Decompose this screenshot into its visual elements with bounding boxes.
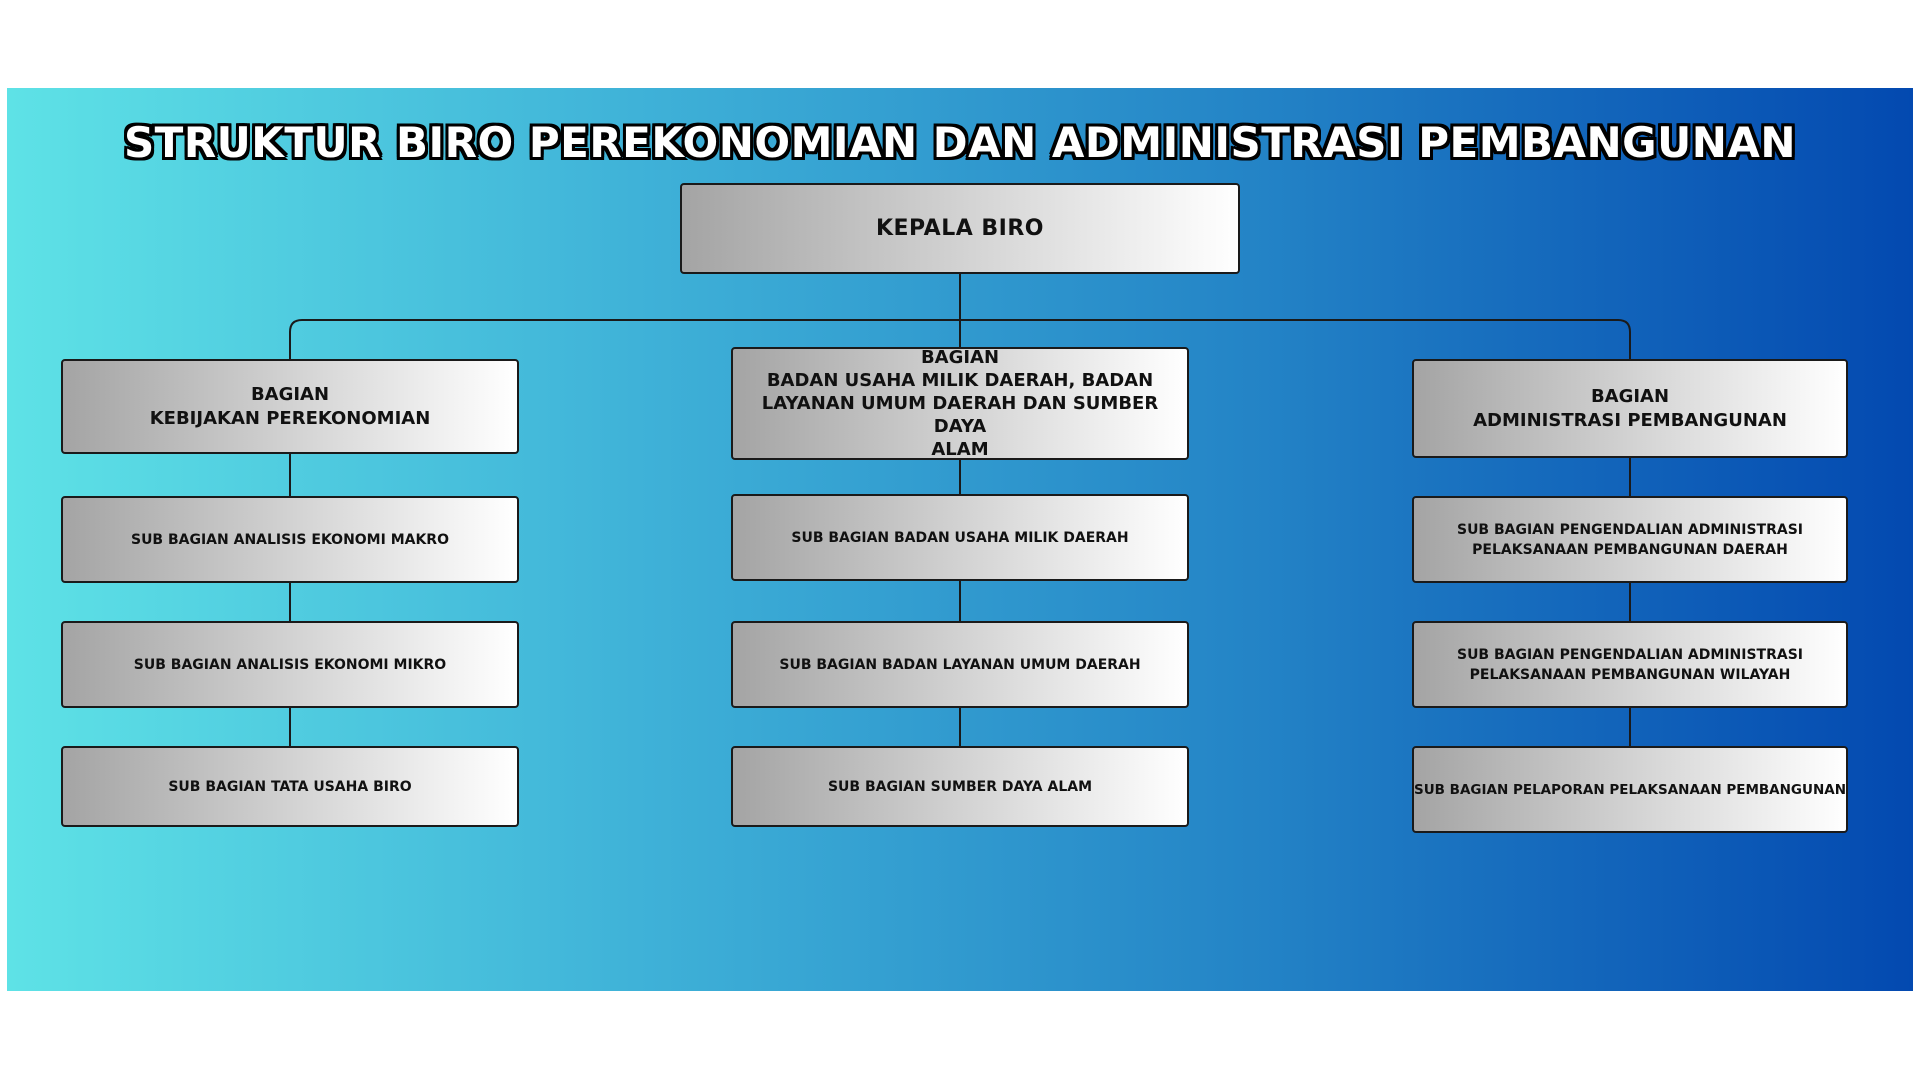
node-sub-bagian-analisis-ekonomi-makro: SUB BAGIAN ANALISIS EKONOMI MAKRO (61, 496, 519, 583)
node-sub-bagian-badan-usaha-milik-daerah: SUB BAGIAN BADAN USAHA MILIK DAERAH (731, 494, 1189, 581)
node-line: BAGIAN (250, 383, 330, 405)
node-line: SUB BAGIAN SUMBER DAYA ALAM (827, 778, 1093, 795)
node-line: SUB BAGIAN TATA USAHA BIRO (168, 778, 412, 795)
node-line: ADMINISTRASI PEMBANGUNAN (1473, 409, 1787, 431)
node-line: SUB BAGIAN PELAPORAN PELAKSANAAN PEMBANG… (1414, 781, 1847, 798)
node-line: SUB BAGIAN PENGENDALIAN ADMINISTRASI (1456, 521, 1803, 538)
node-line: PELAKSANAAN PEMBANGUNAN WILAYAH (1469, 666, 1791, 683)
chart-title: STRUKTUR BIRO PEREKONOMIAN DAN ADMINISTR… (123, 118, 1797, 167)
node-line: SUB BAGIAN ANALISIS EKONOMI MIKRO (133, 656, 447, 673)
node-sub-bagian-pengendalian-pembangunan-wilayah: SUB BAGIAN PENGENDALIAN ADMINISTRASI PEL… (1412, 621, 1848, 708)
node-line: ALAM (931, 439, 989, 460)
node-bagian-bumd-blud-sda: BAGIAN BADAN USAHA MILIK DAERAH, BADAN L… (731, 347, 1189, 460)
node-line: SUB BAGIAN BADAN LAYANAN UMUM DAERAH (779, 656, 1141, 673)
node-bagian-kebijakan-perekonomian: BAGIAN KEBIJAKAN PEREKONOMIAN (61, 359, 519, 454)
node-bagian-administrasi-pembangunan: BAGIAN ADMINISTRASI PEMBANGUNAN (1412, 359, 1848, 458)
node-sub-bagian-sumber-daya-alam: SUB BAGIAN SUMBER DAYA ALAM (731, 746, 1189, 827)
node-sub-bagian-pengendalian-pembangunan-daerah: SUB BAGIAN PENGENDALIAN ADMINISTRASI PEL… (1412, 496, 1848, 583)
node-line: PELAKSANAAN PEMBANGUNAN DAERAH (1472, 541, 1788, 558)
node-sub-bagian-badan-layanan-umum-daerah: SUB BAGIAN BADAN LAYANAN UMUM DAERAH (731, 621, 1189, 708)
node-line: BADAN USAHA MILIK DAERAH, BADAN (766, 370, 1154, 391)
node-sub-bagian-tata-usaha-biro: SUB BAGIAN TATA USAHA BIRO (61, 746, 519, 827)
node-kepala-biro-label: KEPALA BIRO (875, 216, 1044, 241)
node-line: LAYANAN UMUM DAERAH DAN SUMBER DAYA (761, 393, 1159, 437)
node-sub-bagian-analisis-ekonomi-mikro: SUB BAGIAN ANALISIS EKONOMI MIKRO (61, 621, 519, 708)
node-kepala-biro: KEPALA BIRO (680, 183, 1240, 274)
node-line: BAGIAN (1590, 385, 1670, 407)
node-line: KEBIJAKAN PEREKONOMIAN (149, 407, 431, 429)
node-line: SUB BAGIAN ANALISIS EKONOMI MAKRO (130, 531, 449, 548)
node-line: SUB BAGIAN PENGENDALIAN ADMINISTRASI (1456, 646, 1803, 663)
node-line: SUB BAGIAN BADAN USAHA MILIK DAERAH (791, 529, 1129, 546)
node-line: BAGIAN (920, 347, 1000, 368)
node-sub-bagian-pelaporan-pelaksanaan-pembangunan: SUB BAGIAN PELAPORAN PELAKSANAAN PEMBANG… (1412, 746, 1848, 833)
